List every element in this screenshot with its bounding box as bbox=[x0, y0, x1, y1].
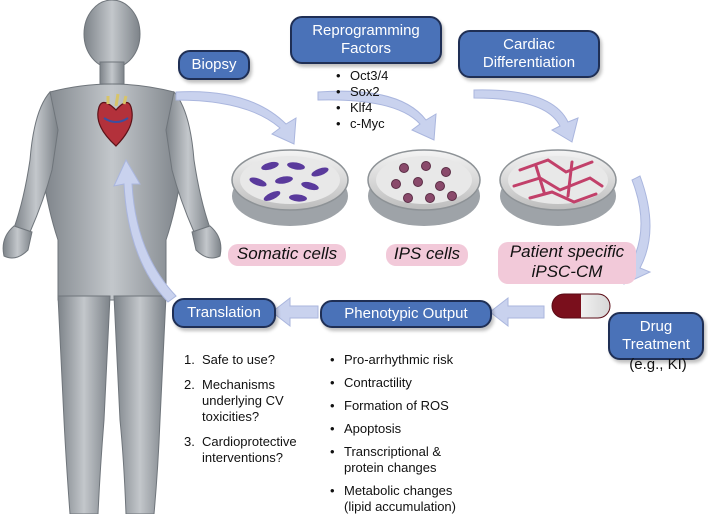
output-item: Contractility bbox=[330, 375, 500, 391]
drug-label-line2: Treatment bbox=[622, 336, 690, 353]
cardiac-step: Cardiac Differentiation bbox=[458, 30, 600, 78]
output-text: Metabolic changes bbox=[344, 483, 453, 498]
biopsy-label: Biopsy bbox=[191, 56, 237, 73]
cardiac-label-line2: Differentiation bbox=[482, 54, 576, 71]
output-text: protein changes bbox=[344, 460, 437, 475]
dish-ips bbox=[367, 149, 481, 226]
output-text: Contractility bbox=[344, 375, 412, 390]
reprogramming-label-line2: Factors bbox=[340, 40, 391, 57]
cardiac-label-line1: Cardiac bbox=[503, 36, 555, 53]
factor-list: Oct3/4 Sox2 Klf4 c-Myc bbox=[336, 68, 436, 132]
output-text: Pro-arrhythmic risk bbox=[344, 352, 454, 367]
arrow-biopsy bbox=[175, 91, 297, 145]
phenotypic-label: Phenotypic Output bbox=[344, 305, 468, 322]
question-item: 1. Safe to use? bbox=[184, 352, 314, 368]
arrow-cardiac bbox=[473, 89, 579, 143]
flow-arrows bbox=[113, 89, 652, 328]
ips-cells-label: IPS cells bbox=[386, 244, 468, 266]
output-item: Pro-arrhythmic risk bbox=[330, 352, 500, 368]
question-text: Mechanisms bbox=[202, 377, 275, 392]
question-text: interventions? bbox=[202, 450, 283, 465]
question-text: toxicities? bbox=[202, 409, 260, 424]
human-body bbox=[2, 0, 222, 514]
question-list: 1. Safe to use? 2. Mechanisms underlying… bbox=[184, 352, 314, 466]
reprogramming-step: Reprogramming Factors bbox=[290, 16, 442, 64]
output-item: Formation of ROS bbox=[330, 398, 500, 414]
biopsy-step: Biopsy bbox=[178, 50, 250, 80]
phenotypic-step: Phenotypic Output bbox=[320, 300, 492, 328]
dish-somatic bbox=[231, 149, 349, 226]
question-number: 3. bbox=[184, 434, 195, 449]
right-arm bbox=[165, 90, 211, 233]
capsule-icon bbox=[551, 293, 611, 319]
ipsc-cm-label-line2: iPSC-CM bbox=[531, 262, 603, 281]
torso bbox=[41, 83, 183, 301]
question-text: Safe to use? bbox=[202, 352, 275, 367]
dish-cardiomyocytes bbox=[499, 149, 617, 226]
translation-label: Translation bbox=[187, 304, 261, 321]
heart-icon bbox=[97, 93, 133, 147]
factor-item: c-Myc bbox=[336, 116, 436, 132]
output-list: Pro-arrhythmic risk Contractility Format… bbox=[330, 352, 500, 515]
question-number: 2. bbox=[184, 377, 195, 392]
output-text: Apoptosis bbox=[344, 421, 402, 436]
question-item: 3. Cardioprotective interventions? bbox=[184, 434, 314, 466]
factor-item: Klf4 bbox=[336, 100, 436, 116]
left-arm bbox=[13, 90, 59, 233]
drug-example: (e.g., KI) bbox=[629, 356, 687, 373]
output-text: (lipid accumulation) bbox=[344, 499, 456, 514]
drug-label-line1: Drug bbox=[639, 318, 673, 335]
output-text: Transcriptional & bbox=[344, 444, 442, 459]
arrow-to-translation bbox=[271, 296, 319, 328]
arrow-to-heart bbox=[113, 158, 177, 303]
question-text: underlying CV bbox=[202, 393, 284, 408]
question-text: Cardioprotective bbox=[202, 434, 297, 449]
reprogramming-label-line1: Reprogramming bbox=[312, 22, 420, 39]
question-number: 1. bbox=[184, 352, 195, 367]
arrow-to-phenotypic bbox=[489, 296, 545, 328]
left-leg bbox=[57, 295, 111, 514]
output-item: Apoptosis bbox=[330, 421, 500, 437]
drug-step: Drug Treatment bbox=[608, 312, 704, 360]
output-item: Transcriptional & protein changes bbox=[330, 444, 500, 476]
ipsc-cm-label: Patient specific iPSC-CM bbox=[498, 242, 636, 284]
right-leg bbox=[113, 295, 167, 514]
neck bbox=[99, 61, 125, 85]
output-text: Formation of ROS bbox=[344, 398, 449, 413]
factor-item: Oct3/4 bbox=[336, 68, 436, 84]
factor-item: Sox2 bbox=[336, 84, 436, 100]
left-hand bbox=[2, 225, 33, 259]
head bbox=[83, 0, 141, 69]
right-hand bbox=[191, 225, 222, 259]
translation-step: Translation bbox=[172, 298, 276, 328]
question-item: 2. Mechanisms underlying CV toxicities? bbox=[184, 377, 314, 425]
output-item: Metabolic changes (lipid accumulation) bbox=[330, 483, 500, 515]
somatic-cells-label: Somatic cells bbox=[228, 244, 346, 266]
ipsc-cm-label-line1: Patient specific bbox=[509, 242, 625, 261]
